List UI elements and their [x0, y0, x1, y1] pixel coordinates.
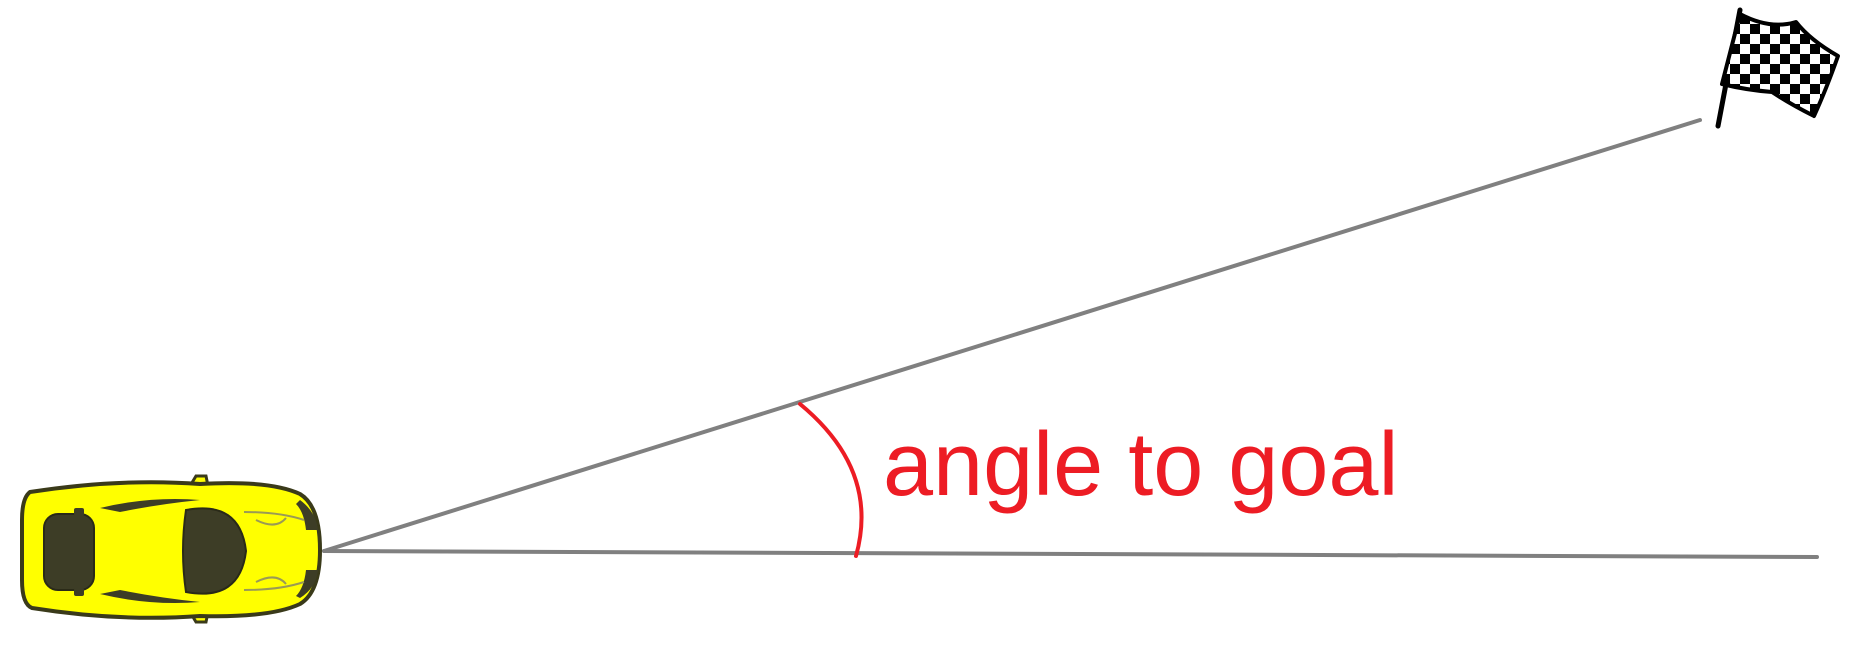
goal-line	[322, 118, 1702, 553]
checkered-flag-icon	[1715, 7, 1840, 129]
car-top-view-icon	[20, 474, 323, 624]
angle-label: angle to goal	[883, 415, 1399, 515]
angle-arc	[798, 402, 864, 558]
heading-line	[322, 549, 1819, 559]
